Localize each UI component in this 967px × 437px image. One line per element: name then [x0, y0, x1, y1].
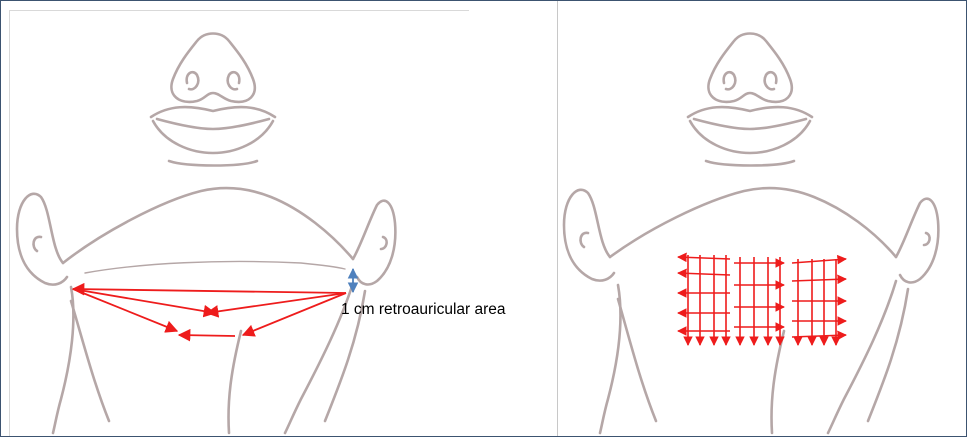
grid-arrow: [678, 257, 730, 259]
arrow-left-lower: [73, 289, 177, 331]
arrow-right-lower: [243, 293, 346, 335]
arrow-top-horizontal: [73, 289, 346, 293]
arrow-grid: [678, 255, 846, 345]
grid-arrow: [792, 279, 846, 281]
arrow-left-to-center: [73, 289, 215, 313]
retroauricular-label: 1 cm retroauricular area: [341, 301, 506, 319]
arrow-bottom-horizontal: [179, 335, 235, 336]
face-sketch-right: [564, 34, 938, 434]
left-neck-illustration: [1, 1, 557, 436]
left-panel: 1 cm retroauricular area: [1, 1, 557, 436]
grid-arrow: [678, 273, 730, 275]
grid-arrow: [792, 335, 846, 337]
face-sketch: [17, 34, 395, 434]
right-neck-illustration: [558, 1, 966, 436]
grid-arrow: [792, 259, 846, 263]
right-panel: [558, 1, 966, 436]
arrow-right-to-center: [207, 293, 346, 313]
converging-arrows: [73, 289, 346, 336]
